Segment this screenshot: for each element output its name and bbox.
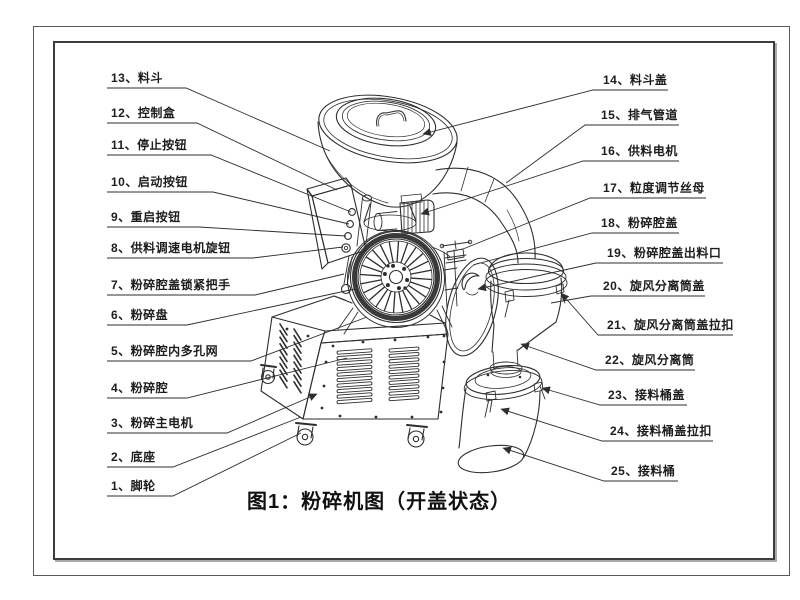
part-label-25: 25、接料桶 bbox=[611, 464, 676, 478]
cover-outlet bbox=[461, 272, 480, 291]
cyclone-cover-latch bbox=[504, 283, 566, 318]
exhaust-pipe bbox=[432, 166, 536, 264]
leader-5 bbox=[107, 316, 368, 362]
leader-12 bbox=[107, 122, 338, 191]
leader-17 bbox=[462, 197, 706, 250]
part-label-3: 3、粉碎主电机 bbox=[111, 416, 194, 430]
feed-speed-knob bbox=[341, 243, 351, 253]
cover-locking-handle bbox=[340, 255, 353, 295]
chamber-cover-open bbox=[445, 257, 499, 357]
leader-11 bbox=[107, 154, 352, 213]
lid-handle bbox=[376, 110, 407, 127]
outer-border bbox=[33, 26, 790, 576]
leader-16 bbox=[420, 160, 679, 216]
part-label-14: 14、料斗盖 bbox=[603, 73, 668, 87]
part-label-6: 6、粉碎盘 bbox=[111, 308, 169, 322]
feeder-column bbox=[356, 194, 398, 247]
figure-caption: 图1：粉碎机图（开盖状态） bbox=[247, 491, 512, 513]
caster-front-right bbox=[406, 424, 428, 448]
grinding-disc bbox=[349, 230, 443, 324]
part-label-4: 4、粉碎腔 bbox=[111, 381, 169, 395]
leader-23 bbox=[541, 386, 687, 406]
adjusting-nut bbox=[431, 239, 473, 264]
caster-back-left bbox=[260, 364, 277, 385]
part-label-11: 11、停止按钮 bbox=[111, 138, 188, 152]
part-label-8: 8、供料调速电机旋钮 bbox=[111, 241, 231, 255]
part-label-21: 21、旋风分离筒盖拉扣 bbox=[607, 318, 734, 332]
part-label-5: 5、粉碎腔内多孔网 bbox=[111, 344, 219, 358]
part-label-1: 1、脚轮 bbox=[111, 479, 156, 493]
cyclone-cover bbox=[487, 257, 565, 285]
leader-20 bbox=[550, 295, 705, 304]
part-label-22: 22、旋风分离筒 bbox=[605, 353, 695, 367]
part-label-19: 19、粉碎腔盖出料口 bbox=[607, 246, 722, 260]
part-label-10: 10、启动按钮 bbox=[111, 175, 188, 189]
start-button bbox=[346, 220, 354, 228]
leader-2 bbox=[107, 416, 302, 468]
part-label-24: 24、接料桶盖拉扣 bbox=[610, 424, 712, 438]
part-label-15: 15、排气管道 bbox=[601, 108, 678, 122]
leader-15 bbox=[505, 124, 679, 184]
leader-14 bbox=[422, 89, 668, 136]
hopper bbox=[317, 94, 458, 232]
leader-13 bbox=[107, 87, 331, 152]
part-label-9: 9、重启按钮 bbox=[111, 210, 181, 224]
leader-25 bbox=[502, 446, 678, 482]
part-label-23: 23、接料桶盖 bbox=[608, 388, 685, 402]
leader-10 bbox=[107, 191, 350, 225]
leader-9 bbox=[107, 226, 347, 237]
control-box bbox=[306, 177, 367, 270]
part-label-13: 13、料斗 bbox=[111, 71, 163, 85]
part-label-7: 7、粉碎腔盖锁紧把手 bbox=[111, 278, 231, 292]
leader-22 bbox=[520, 342, 695, 371]
part-label-18: 18、粉碎腔盖 bbox=[601, 216, 678, 230]
part-label-2: 2、底座 bbox=[111, 450, 156, 464]
receiving-bucket bbox=[457, 364, 546, 474]
leader-3 bbox=[107, 393, 318, 434]
leader-7 bbox=[107, 273, 345, 296]
leader-18 bbox=[472, 232, 679, 266]
feed-motor bbox=[399, 193, 435, 235]
part-label-17: 17、粒度调节丝母 bbox=[603, 181, 705, 195]
leader-8 bbox=[107, 246, 344, 259]
bucket-lid-latch bbox=[484, 381, 546, 418]
hopper-lid bbox=[335, 97, 437, 147]
part-label-16: 16、供料电机 bbox=[601, 144, 678, 158]
stop-button bbox=[348, 208, 356, 216]
leader-21 bbox=[560, 292, 733, 336]
machine-base bbox=[260, 295, 449, 420]
leader-lines bbox=[107, 87, 733, 497]
part-label-12: 12、控制盒 bbox=[111, 106, 176, 120]
caster-front-left bbox=[295, 422, 317, 446]
leader-1 bbox=[107, 432, 302, 497]
leader-19 bbox=[477, 262, 723, 292]
cover-hinge bbox=[443, 249, 459, 309]
leader-6 bbox=[107, 288, 356, 326]
cyclone-cone bbox=[491, 321, 557, 353]
leader-4 bbox=[107, 357, 348, 399]
inner-border bbox=[53, 41, 775, 560]
part-label-20: 20、旋风分离筒盖 bbox=[603, 279, 705, 293]
leader-24 bbox=[500, 407, 713, 442]
